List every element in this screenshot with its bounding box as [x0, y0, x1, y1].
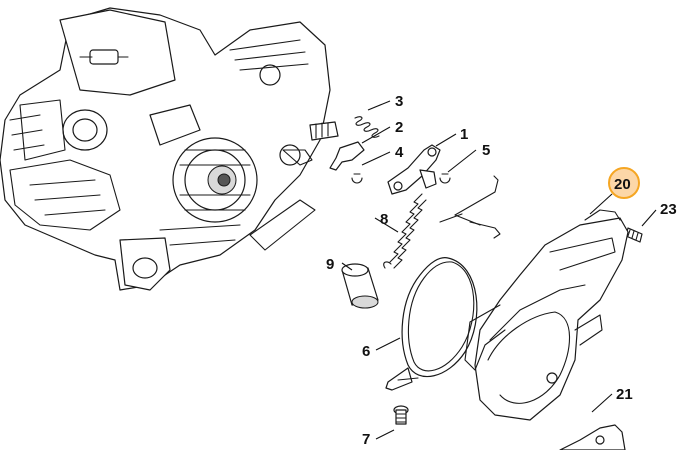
callout-1[interactable]: 1	[460, 126, 468, 143]
part-spring-small	[354, 116, 380, 138]
part-bushing	[341, 263, 379, 309]
callout-3[interactable]: 3	[395, 93, 403, 110]
part-eclip-right	[439, 173, 451, 184]
part-screw-23	[625, 227, 643, 243]
callout-23[interactable]: 23	[660, 201, 677, 218]
part-screw	[393, 405, 409, 425]
callout-2[interactable]: 2	[395, 119, 403, 136]
callout-21[interactable]: 21	[616, 386, 633, 403]
part-pawl	[329, 141, 365, 171]
engine-assembly	[0, 7, 339, 291]
part-brake-rod	[454, 175, 501, 239]
callout-labels: 3 2 4 1 5 8 9 6 7 20 23 21	[326, 93, 677, 448]
callout-highlight	[608, 167, 640, 199]
callout-4[interactable]: 4	[395, 144, 404, 161]
part-sprocket-cover[interactable]	[464, 209, 629, 421]
part-21	[559, 424, 626, 450]
callout-20[interactable]: 20	[614, 176, 631, 193]
leader-lines	[341, 100, 657, 440]
callout-5[interactable]: 5	[482, 142, 490, 159]
part-lever	[387, 144, 441, 195]
callout-6[interactable]: 6	[362, 343, 370, 360]
part-eclip-left	[351, 173, 363, 184]
callout-7[interactable]: 7	[362, 431, 370, 448]
part-tension-spring	[383, 193, 463, 269]
callout-9[interactable]: 9	[326, 256, 334, 273]
callout-8[interactable]: 8	[380, 211, 388, 228]
part-brake-band	[385, 257, 478, 391]
